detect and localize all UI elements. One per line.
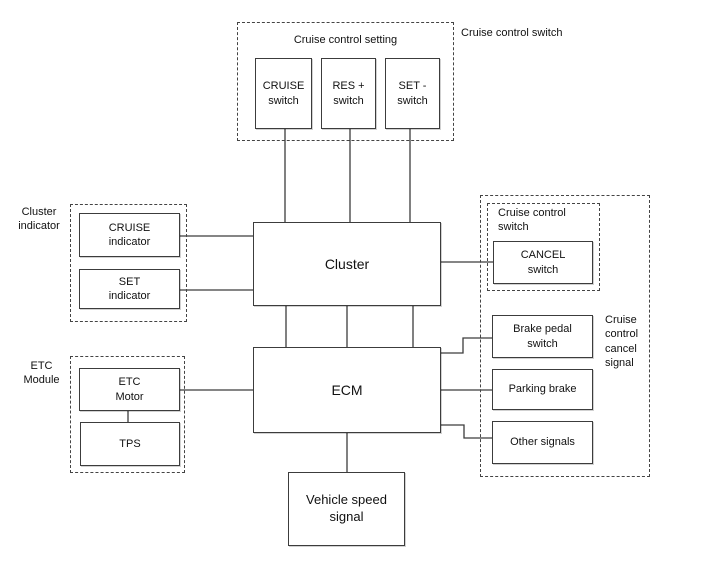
node-cruise-switch: CRUISE switch [255, 58, 312, 129]
node-etc-motor: ETC Motor [79, 368, 180, 411]
node-set-indicator: SET indicator [79, 269, 180, 309]
group-cruise-control-setting [237, 22, 454, 141]
group-cruise-control-cancel-signal [480, 195, 650, 477]
node-res-switch: RES + switch [321, 58, 376, 129]
node-cancel-switch: CANCEL switch [493, 241, 593, 284]
label-cruise-control-switch-right: Cruise control switch [498, 207, 566, 234]
node-vehicle-speed-signal: Vehicle speed signal [288, 472, 405, 546]
node-tps: TPS [80, 422, 180, 466]
label-cruise-control-setting: Cruise control setting [293, 34, 398, 46]
label-cluster-indicator: Cluster indicator [18, 206, 60, 233]
label-cruise-control-cancel-signal: Cruise control cancel signal [605, 314, 639, 369]
node-other-signals: Other signals [492, 421, 593, 464]
wire-ecm-to-other-signals [441, 424, 492, 439]
group-cruise-control-switch-right [487, 203, 600, 291]
group-etc-module [70, 356, 185, 473]
node-cluster: Cluster [253, 222, 441, 306]
group-cluster-indicator [70, 204, 187, 322]
node-ecm: ECM [253, 347, 441, 433]
label-cruise-control-switch-top: Cruise control switch [461, 27, 563, 39]
node-parking-brake: Parking brake [492, 369, 593, 410]
node-set-switch: SET - switch [385, 58, 440, 129]
node-brake-pedal-switch: Brake pedal switch [492, 315, 593, 358]
node-cruise-indicator: CRUISE indicator [79, 213, 180, 257]
label-etc-module: ETC Module [23, 360, 60, 387]
wire-ecm-to-brake-pedal-switch [441, 337, 492, 354]
